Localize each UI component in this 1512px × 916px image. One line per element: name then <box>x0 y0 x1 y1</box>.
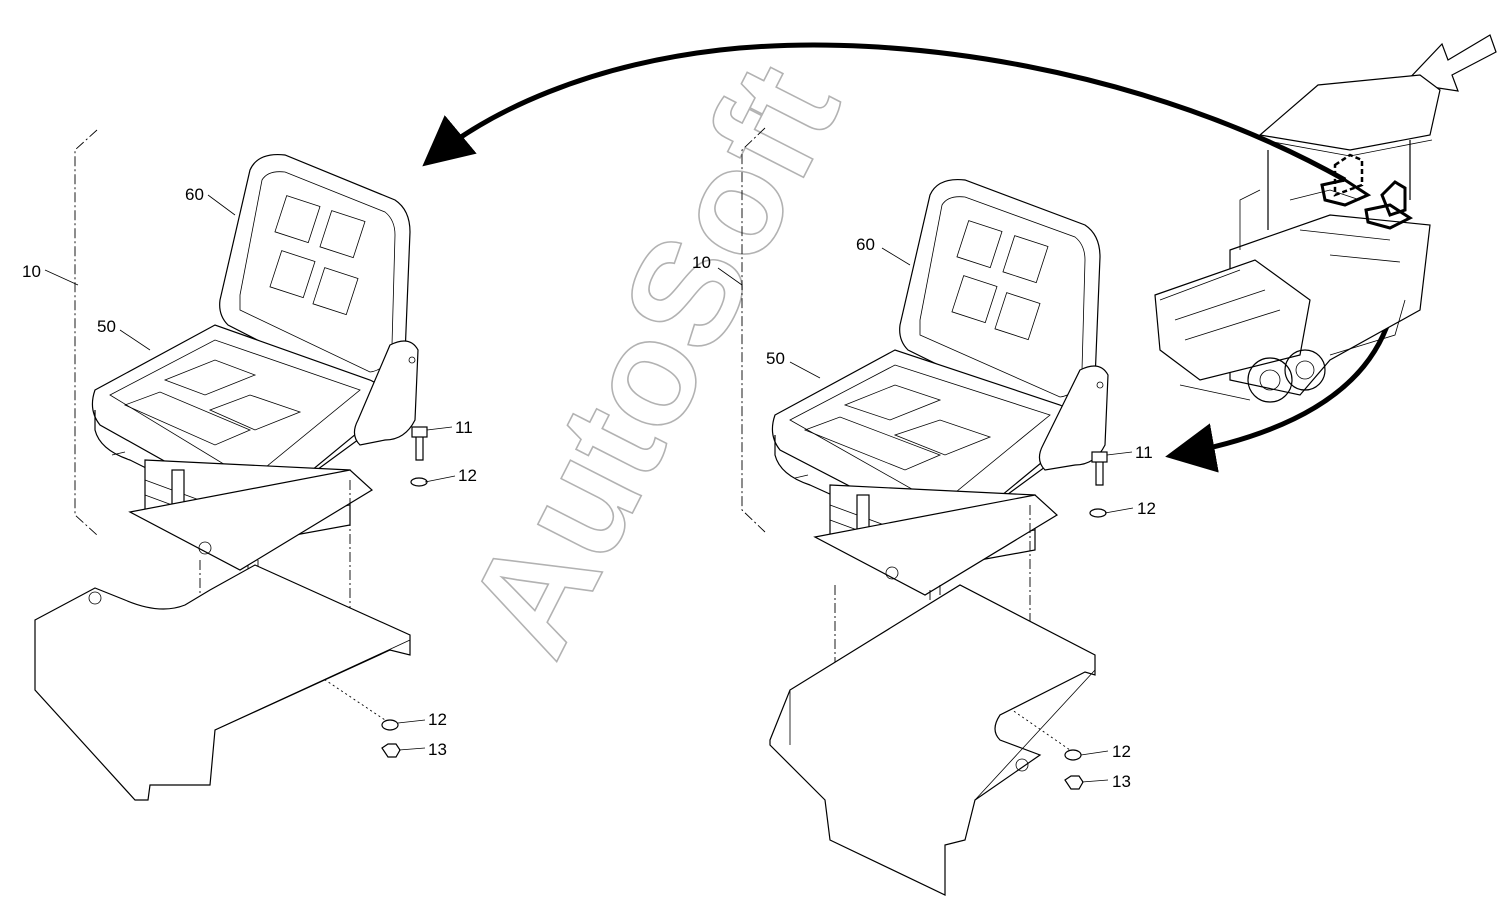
watermark: AutoSoft <box>434 39 871 679</box>
left-label-13: 13 <box>428 740 447 759</box>
left-label-50: 50 <box>97 317 116 336</box>
left-backrest <box>219 153 411 391</box>
right-assembly: 10 60 50 11 12 12 13 <box>692 127 1156 896</box>
curved-arrow-to-left-seat <box>422 42 1347 183</box>
left-mounting-plate <box>34 564 411 801</box>
right-mounting-plate <box>769 584 1096 896</box>
right-label-12-bottom: 12 <box>1112 742 1131 761</box>
right-label-60: 60 <box>856 235 875 254</box>
left-label-60: 60 <box>185 185 204 204</box>
left-label-12-top: 12 <box>458 466 477 485</box>
right-label-50: 50 <box>766 349 785 368</box>
right-label-10: 10 <box>692 253 711 272</box>
left-assembly: 10 60 50 11 12 12 13 <box>22 129 477 801</box>
right-label-11: 11 <box>1135 443 1153 462</box>
right-label-13: 13 <box>1112 772 1131 791</box>
left-cushion <box>91 324 388 513</box>
view-direction-arrow <box>1403 34 1497 92</box>
left-label-10: 10 <box>22 262 41 281</box>
right-backrest <box>899 178 1101 416</box>
right-label-12-top: 12 <box>1137 499 1156 518</box>
left-label-12-bottom: 12 <box>428 710 447 729</box>
left-label-11: 11 <box>455 418 473 437</box>
paver-machine <box>1154 74 1441 403</box>
